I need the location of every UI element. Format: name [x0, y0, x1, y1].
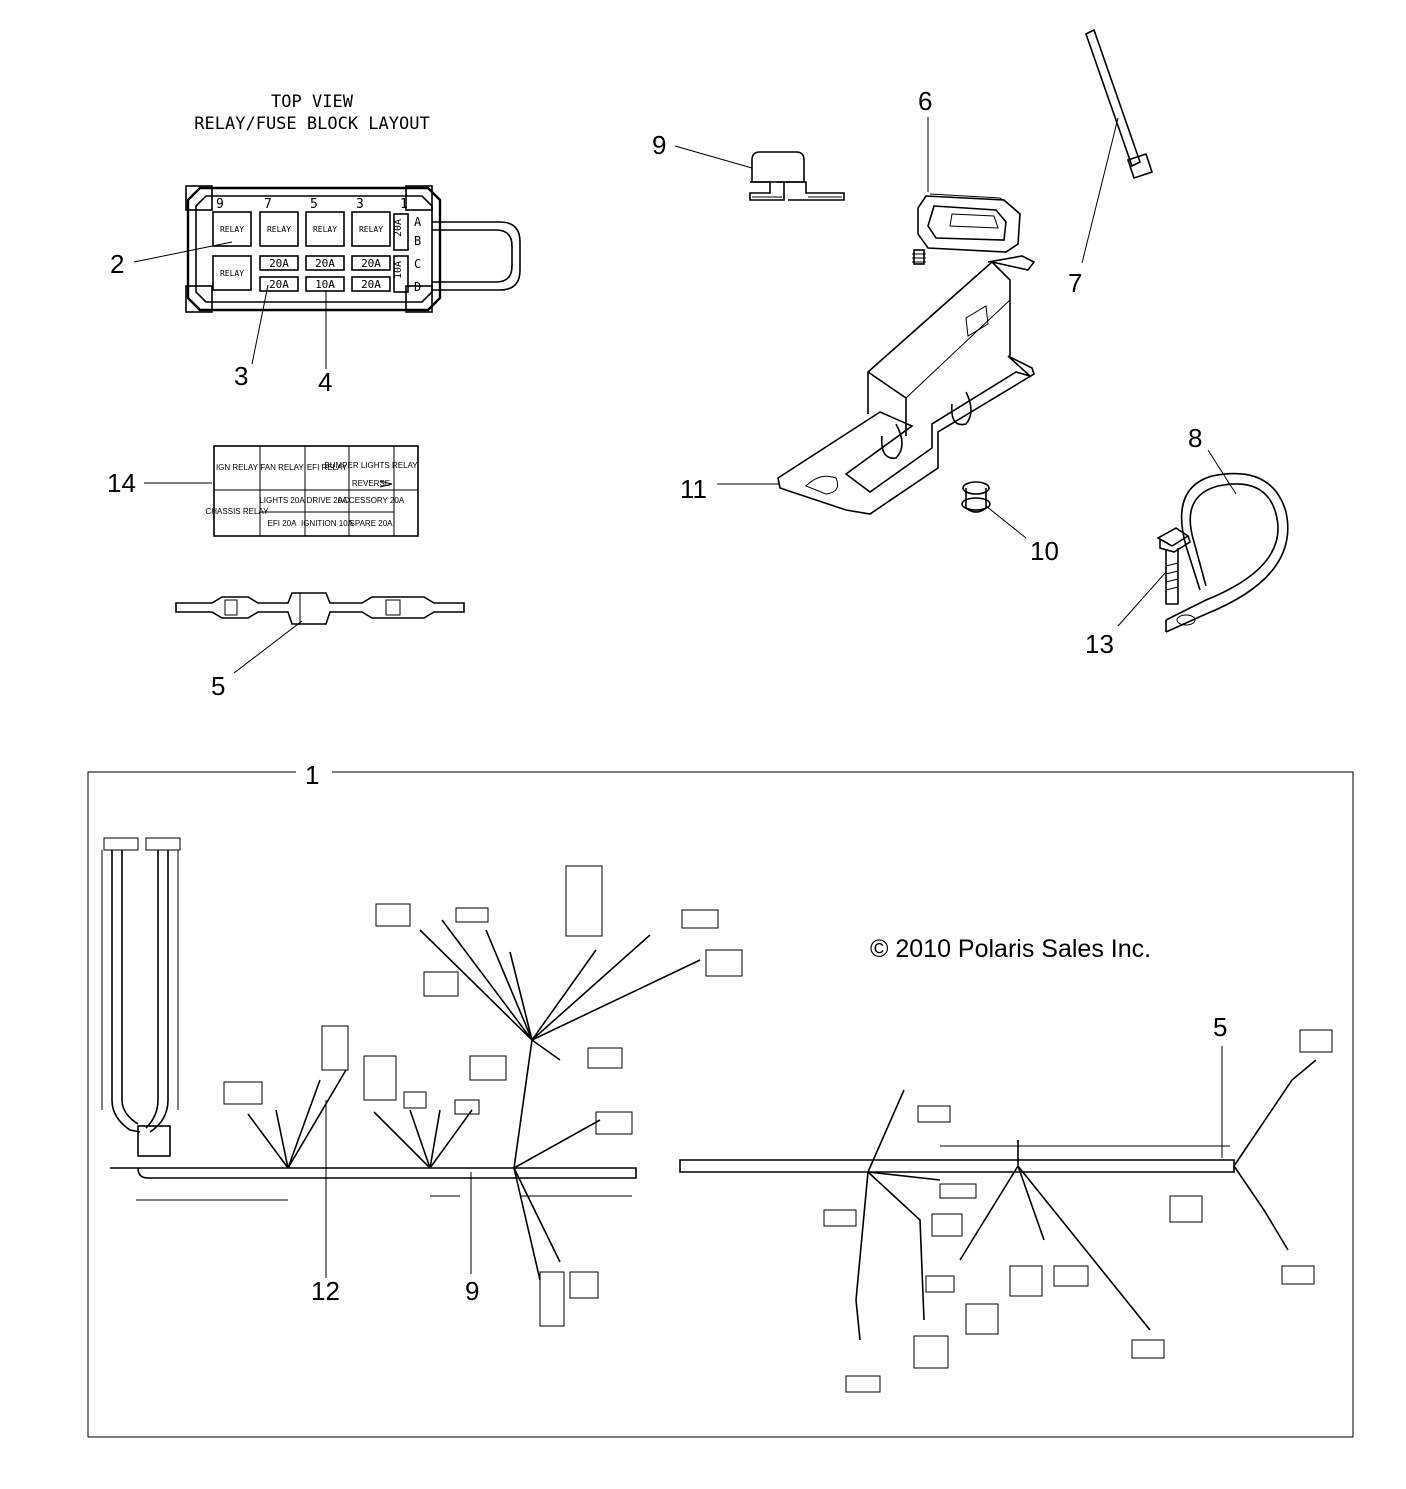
harness-right: [679, 1029, 1333, 1393]
decal-ign-relay: IGN RELAY: [216, 463, 259, 472]
block-num-3: 3: [356, 197, 364, 212]
callout-6: 6: [918, 86, 932, 116]
callout-1: 1: [305, 760, 319, 790]
header-line2: RELAY/FUSE BLOCK LAYOUT: [194, 114, 429, 134]
fuse-c2: 20A: [315, 257, 335, 270]
relay-label-1: RELAY: [220, 225, 244, 234]
fuse-d3: 20A: [361, 278, 381, 291]
relay-label-3: RELAY: [313, 225, 337, 234]
harness-frame: [87, 771, 1354, 1438]
fuse-c3: 20A: [361, 257, 381, 270]
fuse-d2: 10A: [315, 278, 335, 291]
circuit-breaker: [749, 151, 845, 201]
row-letter-d: D: [414, 280, 421, 294]
decal-accessory: ACCESSORY 20A: [338, 496, 405, 505]
relay-label-5: RELAY: [220, 269, 244, 278]
decal-bumper-relay: BUMPER LIGHTS RELAY: [324, 461, 418, 470]
decal-drive: DRIVE 20A: [307, 496, 349, 505]
copyright: © 2010 Polaris Sales Inc.: [870, 935, 1151, 963]
relay-fuse-block: 9 7 5 3 1 A B C D RELAY RELAY RELAY RELA…: [185, 185, 521, 313]
block-num-9: 9: [216, 197, 224, 212]
callout-14: 14: [107, 468, 136, 498]
decal-spare-fuse: SPARE 20A: [350, 519, 394, 528]
inline-fuse-holder: [175, 592, 465, 625]
flange-bolt: [1156, 527, 1191, 605]
side-fuse-2: 10A: [393, 261, 404, 279]
decal-fan-relay: FAN RELAY: [260, 463, 304, 472]
row-letter-b: B: [414, 234, 421, 248]
p-clamp: [1165, 472, 1289, 633]
decal-ignition-fuse: IGNITION 10A: [301, 519, 354, 528]
relay-label-2: RELAY: [267, 225, 291, 234]
decal-efi-relay: EFI RELAY: [307, 463, 348, 472]
fuse-c1: 20A: [269, 257, 289, 270]
callout-9-top: 9: [652, 130, 666, 160]
harness-left: [101, 837, 743, 1327]
callout-3: 3: [234, 361, 248, 391]
relay-label-4: RELAY: [359, 225, 383, 234]
block-num-7: 7: [264, 197, 272, 212]
decal-efi-fuse: EFI 20A: [268, 519, 298, 528]
callout-12: 12: [311, 1276, 340, 1306]
cable-tie: [1085, 28, 1154, 180]
callout-7: 7: [1068, 268, 1082, 298]
decal-lights: LIGHTS 20A: [259, 496, 305, 505]
push-rivet: [961, 481, 991, 513]
callout-5-bottom: 5: [1213, 1012, 1227, 1042]
callout-9-bottom: 9: [465, 1276, 479, 1306]
block-num-5: 5: [310, 197, 318, 212]
row-letter-c: C: [414, 257, 421, 271]
fuse-decal: IGN RELAY FAN RELAY EFI RELAY BUMPER LIG…: [206, 445, 419, 537]
callout-11: 11: [680, 474, 707, 504]
block-num-1: 1: [400, 197, 408, 212]
callout-2: 2: [110, 249, 124, 279]
callout-10: 10: [1030, 536, 1059, 566]
side-fuse-1: 20A: [393, 219, 404, 237]
row-letter-a: A: [414, 215, 422, 229]
decal-reverse: REVERSE: [352, 479, 390, 488]
decal-chassis-relay: CHASSIS RELAY: [206, 507, 270, 516]
header-line1: TOP VIEW: [271, 92, 354, 112]
callout-13: 13: [1085, 629, 1114, 659]
callout-4: 4: [318, 367, 332, 397]
fuse-d1: 20A: [269, 278, 289, 291]
connector-part: [912, 193, 1021, 265]
callout-8: 8: [1188, 423, 1202, 453]
mounting-bracket: [777, 255, 1036, 515]
callout-5-top: 5: [211, 671, 225, 701]
